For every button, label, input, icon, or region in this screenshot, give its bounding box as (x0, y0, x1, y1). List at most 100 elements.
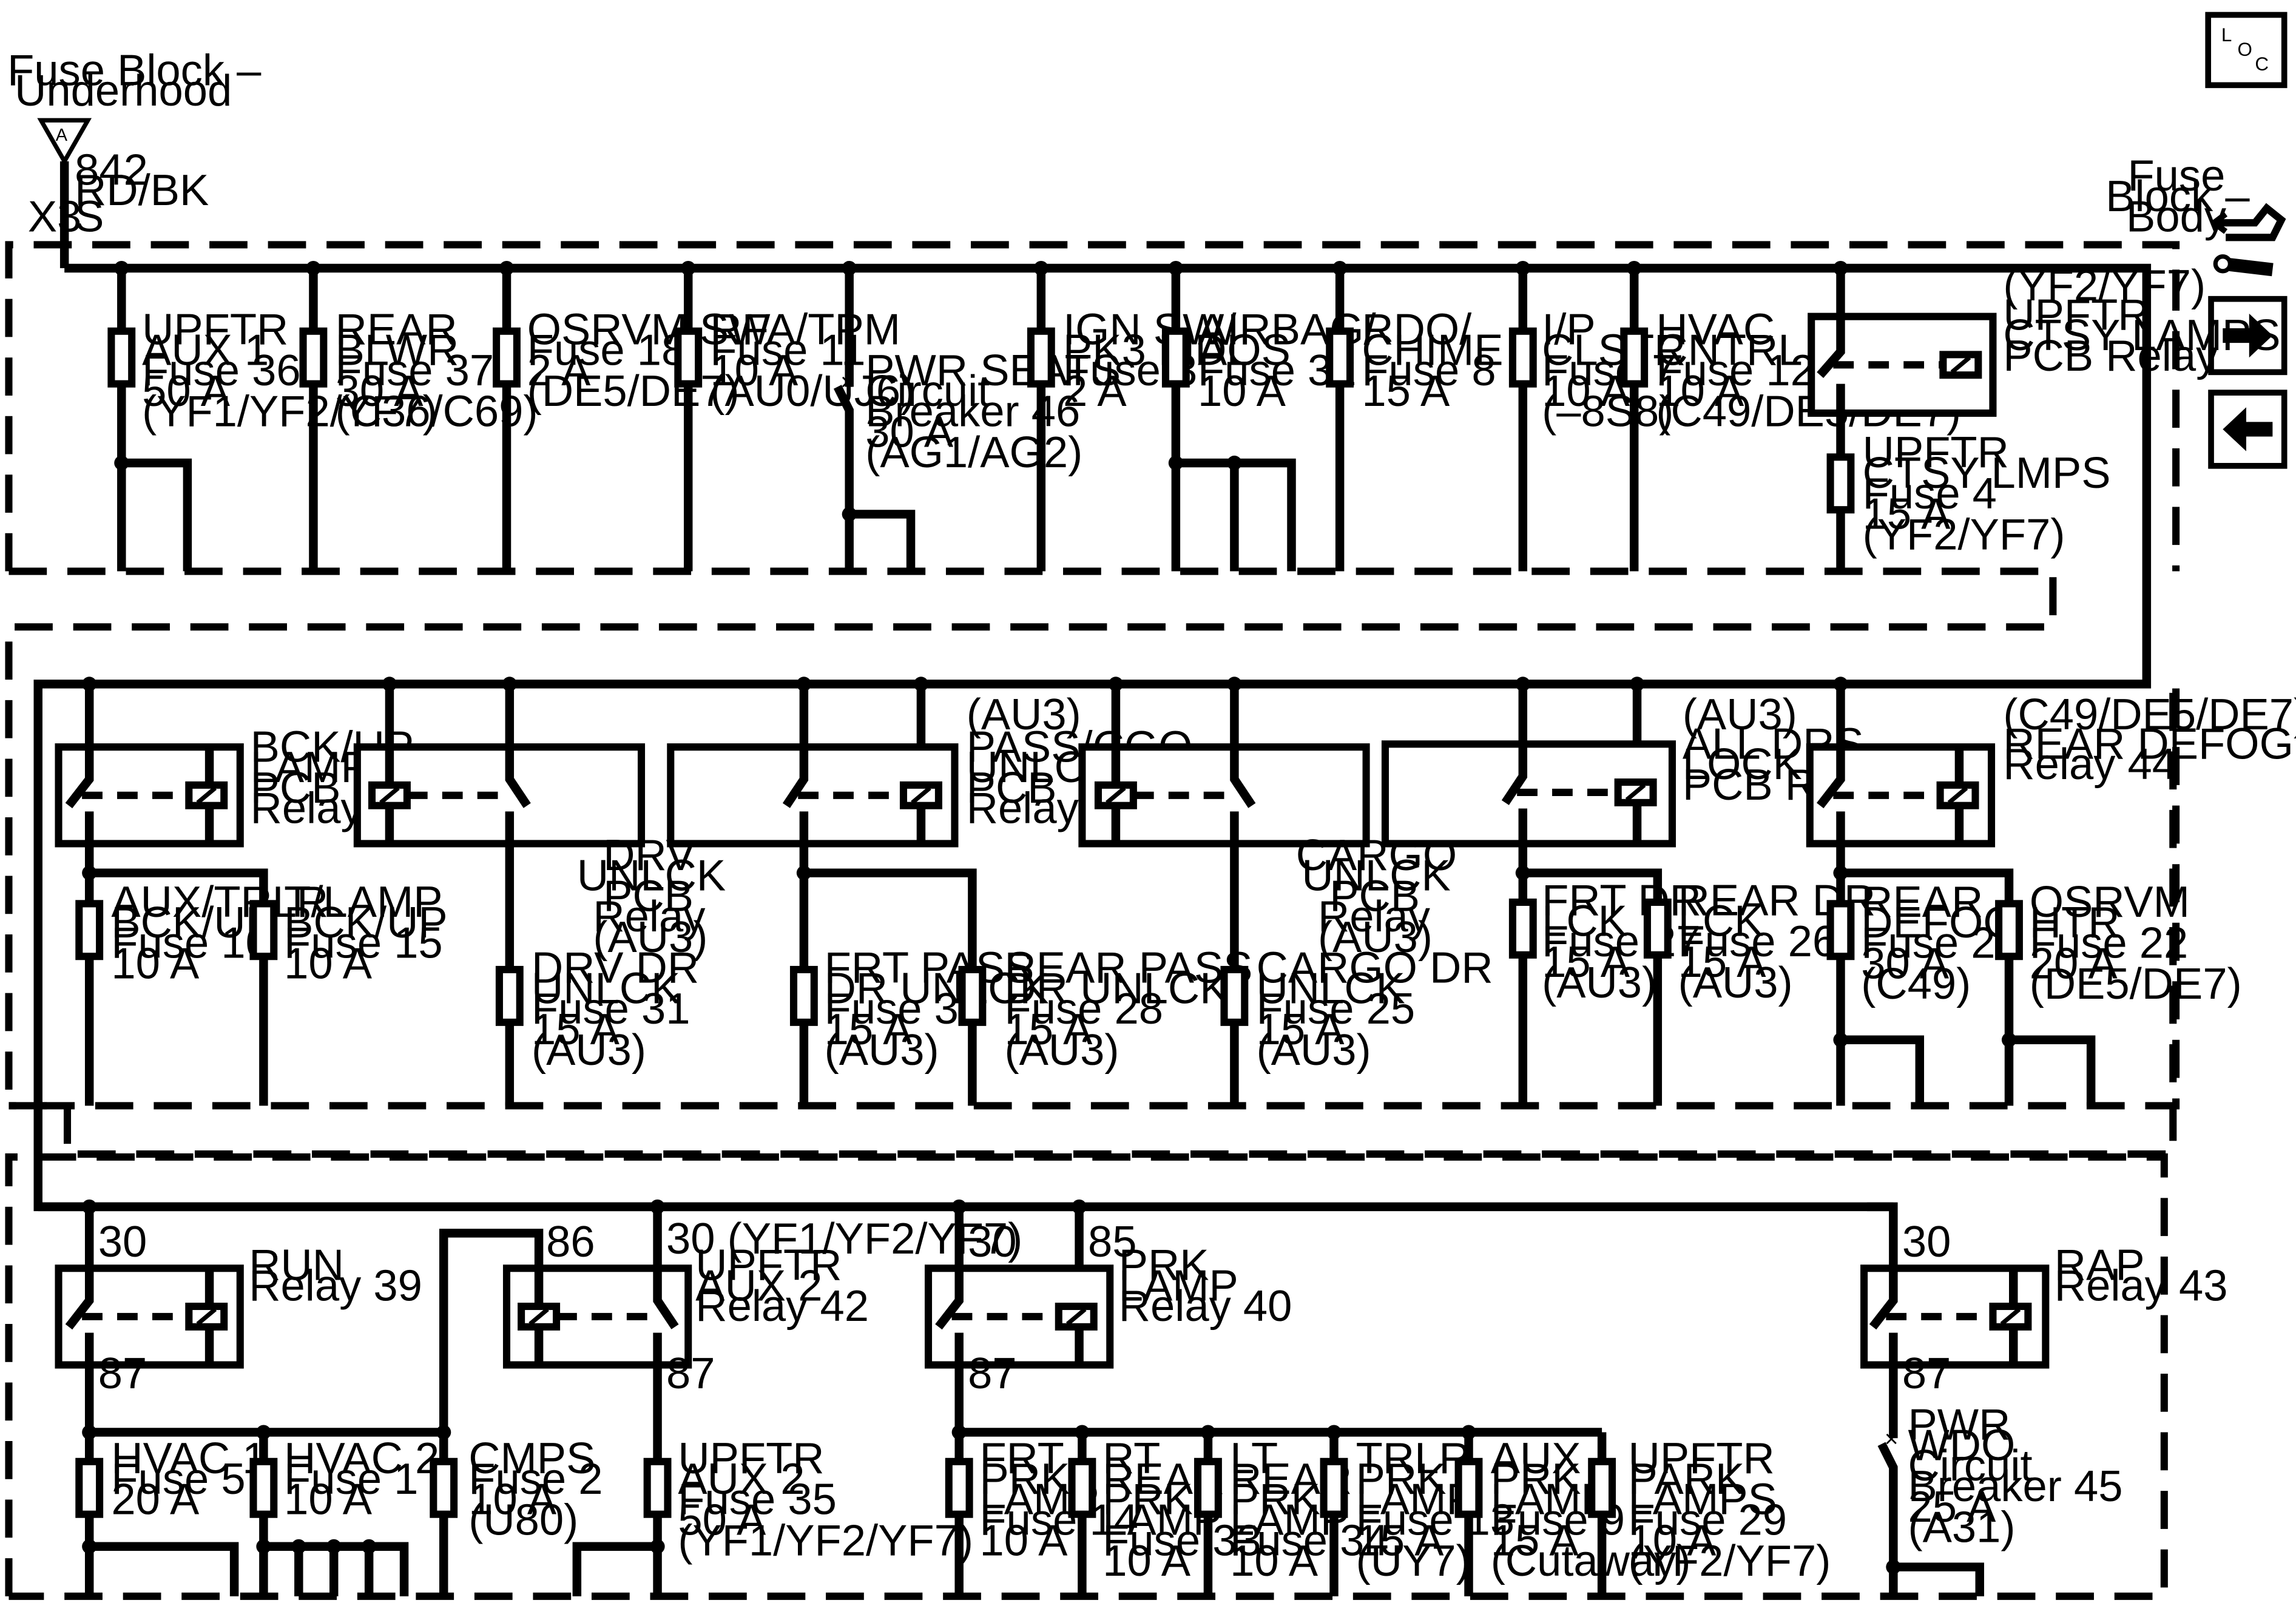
tools-icon[interactable] (2212, 203, 2286, 277)
fuse-22-label: OSRVM HTR Fuse 22 20 A (DE5/DE7) (2030, 877, 2242, 1008)
svg-text:AUX 2: AUX 2 (678, 1454, 805, 1504)
loc-letter-c: C (2255, 53, 2269, 75)
fuse-28 (958, 965, 987, 1026)
svg-text:REAR: REAR (336, 305, 458, 354)
relay-drv-unlck-label: DRV UNLCK PCB Relay (AU3) (577, 831, 726, 962)
fuse-8-label: RDO/ CHIME Fuse 8 15 A (1362, 305, 1503, 415)
relay-rear-defog-label: (C49/DE5/DE7) REAR DEFOG Relay 44 (2003, 690, 2296, 789)
svg-text:AUX/TRLR: AUX/TRLR (111, 877, 328, 927)
svg-text:FRT PASS: FRT PASS (825, 944, 1035, 993)
svg-text:REAR DEFOG: REAR DEFOG (2003, 719, 2294, 768)
svg-text:(YF1/YF2/YF7): (YF1/YF2/YF7) (142, 387, 437, 436)
arrow-left-icon (2223, 407, 2273, 451)
svg-text:Fuse 26: Fuse 26 (1678, 917, 1837, 966)
loc-button[interactable]: L O C (2205, 12, 2288, 89)
svg-text:UPFTR: UPFTR (142, 305, 288, 354)
wire-color: RD/BK (75, 166, 209, 215)
svg-text:RUN: RUN (249, 1241, 344, 1290)
svg-text:BCK/UP: BCK/UP (111, 898, 274, 947)
fuse-37-label: REAR BLWR Fuse 37 30 A (C36/C69) (336, 305, 538, 436)
loc-letter-l: L (2221, 24, 2232, 46)
svg-text:(DE5/DE7): (DE5/DE7) (527, 366, 740, 416)
fuse-3 (1027, 327, 1055, 388)
fuse-7 (1508, 327, 1537, 388)
source-letter: A (56, 126, 68, 145)
fuse-1 (249, 1457, 278, 1518)
svg-text:Fuse 14: Fuse 14 (979, 1495, 1138, 1544)
svg-text:PCB: PCB (251, 763, 341, 812)
svg-text:(AU3): (AU3) (593, 913, 707, 962)
svg-text:PRK: PRK (1102, 1475, 1193, 1524)
body-block-line-2: Block – (2105, 172, 2250, 221)
fuse-36-label: UPFTR AUX 1 Fuse 36 50 A (YF1/YF2/YF7) (142, 305, 437, 436)
fuse-36 (107, 327, 136, 388)
svg-text:RT: RT (1102, 1434, 1160, 1483)
relay-43-pin-87: 87 (1902, 1349, 1951, 1398)
svg-text:Fuse 4: Fuse 4 (1863, 469, 1997, 518)
section-border-1 (5, 241, 2180, 1106)
next-page-button[interactable] (2208, 295, 2288, 376)
fuse-10 (75, 900, 104, 960)
fuse-32 (1161, 327, 1190, 388)
svg-text:BCK/UP: BCK/UP (284, 898, 447, 947)
svg-text:2 A: 2 A (527, 346, 591, 395)
svg-text:(AG1/AG2): (AG1/AG2) (865, 428, 1082, 477)
svg-text:(YF1/YF2/YF7): (YF1/YF2/YF7) (678, 1516, 973, 1565)
fuse-11-label: RFA/TPM Fuse 11 10 A (AU0/UJ6) (710, 305, 915, 415)
svg-text:DR UNLCK: DR UNLCK (825, 964, 1049, 1013)
svg-text:15 A: 15 A (1257, 1005, 1345, 1054)
fuse-31 (495, 965, 524, 1026)
bus-row-3 (38, 1202, 1898, 1269)
svg-text:PCB: PCB (603, 871, 694, 920)
svg-text:Relay: Relay (593, 892, 706, 941)
svg-text:Fuse 28: Fuse 28 (1005, 984, 1164, 1033)
svg-text:CMPS: CMPS (468, 1434, 595, 1483)
svg-text:UNLCK: UNLCK (1302, 851, 1450, 900)
svg-text:Fuse 5: Fuse 5 (111, 1454, 245, 1504)
svg-text:HVAC: HVAC (1656, 305, 1775, 354)
svg-text:PWR SEATS: PWR SEATS (865, 346, 1121, 395)
svg-text:OSRVM SW: OSRVM SW (527, 305, 771, 354)
svg-text:Fuse 10: Fuse 10 (111, 919, 270, 968)
fuse-27 (1508, 898, 1537, 959)
svg-text:(AU0/UJ6): (AU0/UJ6) (710, 366, 915, 416)
svg-text:(AU3): (AU3) (1005, 1025, 1119, 1075)
svg-text:UPFTR: UPFTR (1629, 1434, 1775, 1483)
fuse-18-label: OSRVM SW Fuse 18 2 A (DE5/DE7) (527, 305, 771, 415)
fuse-14-label: FRT PRK LAMP Fuse 14 10 A (979, 1434, 1138, 1565)
svg-text:15 A: 15 A (1491, 1516, 1579, 1565)
svg-text:DRV DR: DRV DR (532, 944, 699, 993)
circuit-breaker-45 (1877, 1365, 1898, 1596)
svg-text:Relay 40: Relay 40 (1119, 1281, 1292, 1331)
svg-text:PARK: PARK (1629, 1454, 1745, 1504)
fuse-35 (643, 1457, 672, 1518)
fuse-2-label: CMPS Fuse 2 10 A (U80) (468, 1434, 603, 1544)
fuse-18 (493, 327, 521, 388)
body-block-line-1: Fuse (2127, 151, 2225, 200)
svg-text:RDO/: RDO/ (1362, 305, 1472, 354)
svg-text:LAMP: LAMP (1119, 1261, 1238, 1310)
svg-text:PCB: PCB (967, 763, 1057, 812)
svg-text:UPFTR: UPFTR (678, 1434, 824, 1483)
svg-text:Fuse 8: Fuse 8 (1362, 346, 1496, 395)
svg-text:DR UNLCK: DR UNLCK (1005, 964, 1229, 1013)
svg-text:15 A: 15 A (1356, 1516, 1445, 1565)
fuse-35-label: UPFTR AUX 2 Fuse 35 50 A (YF1/YF2/YF7) (678, 1434, 973, 1565)
svg-text:LAMPS: LAMPS (1629, 1475, 1777, 1524)
fuse-21 (1826, 900, 1855, 960)
svg-text:Relay 42: Relay 42 (695, 1281, 869, 1331)
svg-text:Fuse 29: Fuse 29 (1629, 1495, 1788, 1544)
svg-text:LT: LT (1230, 1434, 1278, 1483)
relay-42-pin-86: 86 (546, 1217, 595, 1266)
svg-text:IGN SW/: IGN SW/ (1063, 305, 1237, 354)
fuse-33 (1068, 1457, 1096, 1518)
svg-text:10 A: 10 A (1542, 366, 1630, 416)
relay-cargo-unlck-label: CARGO UNLCK PCB Relay (AU3) (1296, 831, 1457, 962)
svg-text:UNLCK: UNLCK (1257, 964, 1405, 1013)
fuse-1-label: HVAC 2 Fuse 1 10 A (284, 1434, 439, 1524)
svg-text:10 A: 10 A (1629, 1516, 1717, 1565)
previous-page-button[interactable] (2208, 390, 2288, 469)
svg-text:HVAC 2: HVAC 2 (284, 1434, 439, 1483)
relay-rap-43-label: RAP Relay 43 (2055, 1241, 2228, 1311)
fuse-10-label: AUX/TRLR BCK/UP Fuse 10 10 A (111, 877, 328, 988)
